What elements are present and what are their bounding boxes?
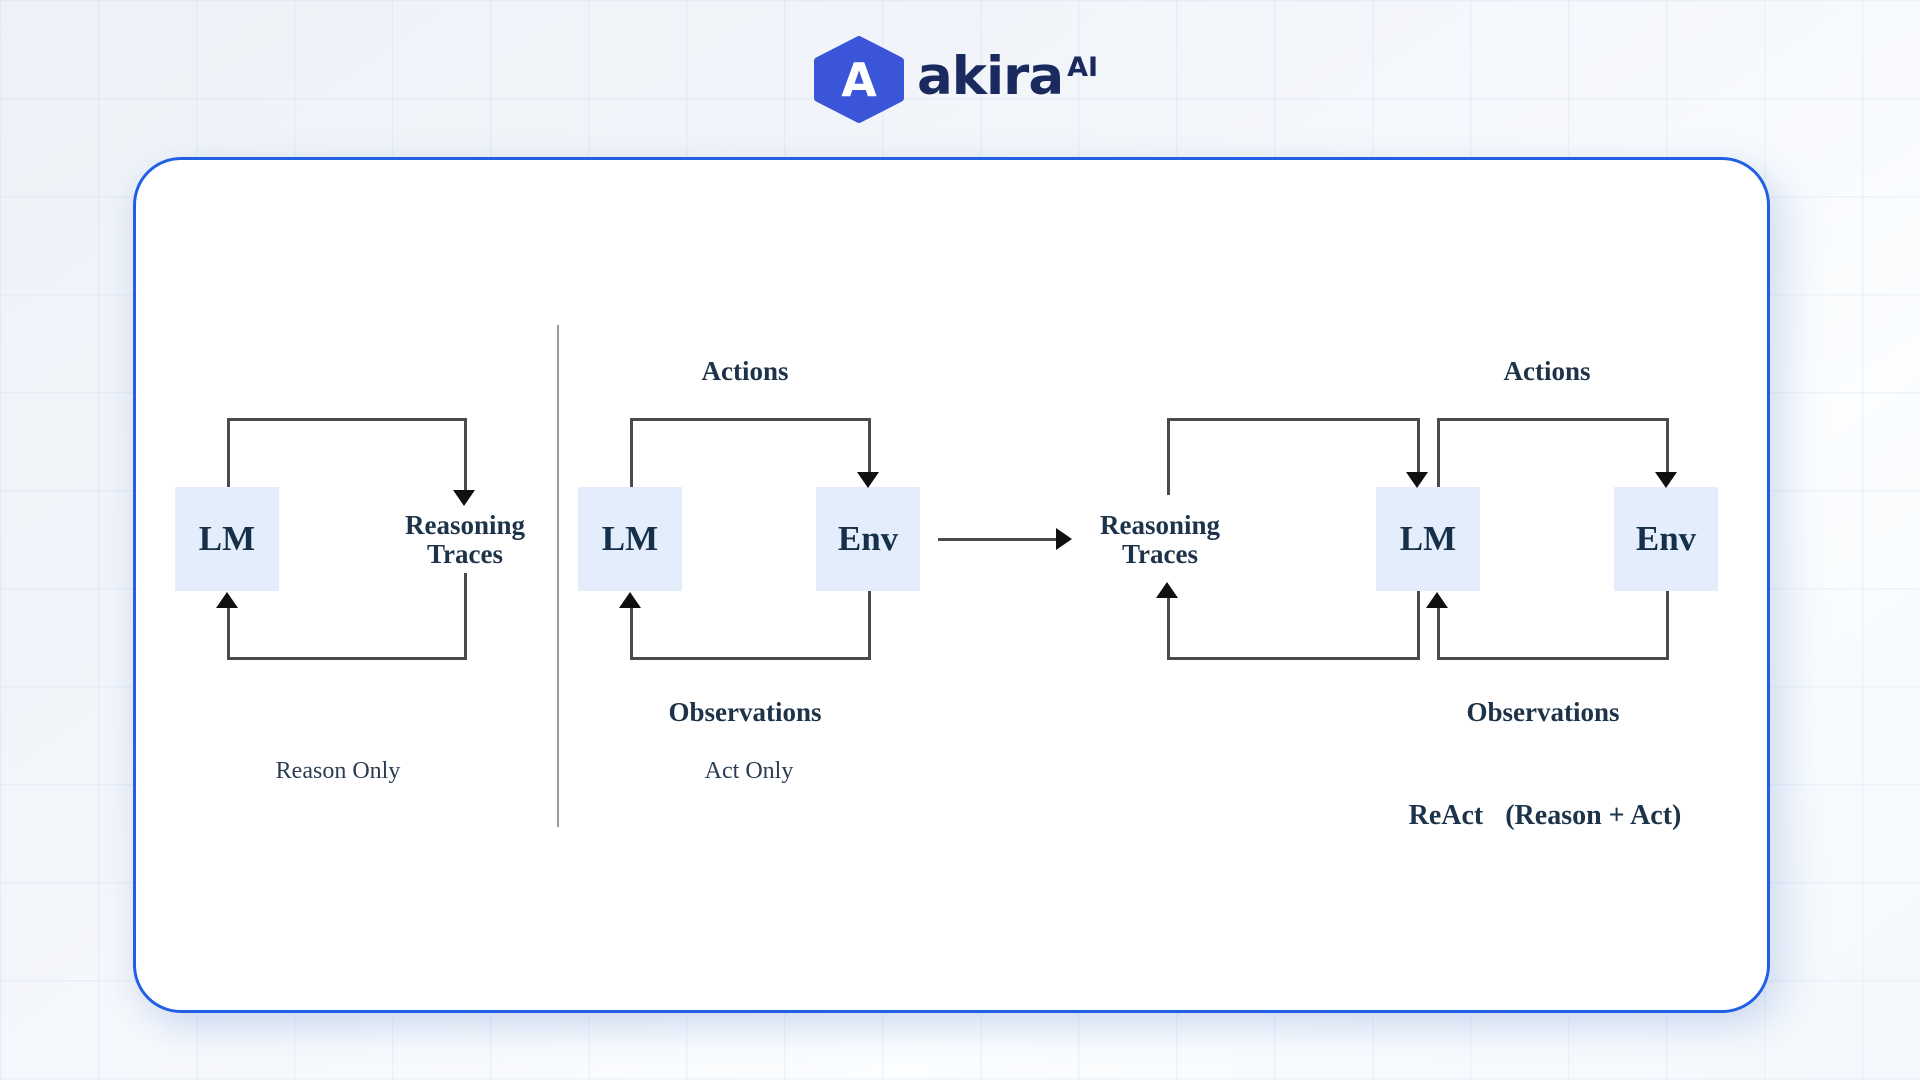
reasoning-line1: Reasoning <box>1099 510 1221 540</box>
connector-line <box>227 607 230 657</box>
actions-label-react: Actions <box>1503 356 1591 386</box>
observations-label-act-only: Observations <box>668 697 822 727</box>
env-node-react: Env <box>1614 487 1718 591</box>
reasoning-traces-label-react: Reasoning Traces <box>1040 511 1280 569</box>
arrowhead-right-icon <box>1056 528 1072 550</box>
connector-line <box>464 573 467 657</box>
connector-line <box>1167 657 1420 660</box>
connector-line <box>1167 418 1170 495</box>
actions-label-act-only: Actions <box>701 356 789 386</box>
lm-node-label: LM <box>601 519 659 558</box>
lm-node-react: LM <box>1376 487 1480 591</box>
transition-arrow-line <box>938 538 1056 541</box>
connector-line <box>1437 657 1669 660</box>
arrowhead-down-icon <box>1655 472 1677 488</box>
connector-line <box>630 657 871 660</box>
reasoning-traces-label-reason-only: Reasoning Traces <box>345 511 585 569</box>
connector-line <box>1437 607 1440 657</box>
caption-act-only: Act Only <box>704 758 794 784</box>
connector-line <box>1417 591 1420 657</box>
connector-line <box>227 657 467 660</box>
logo-letter-a: A <box>841 53 877 107</box>
arrowhead-up-icon <box>1426 592 1448 608</box>
arrowhead-down-icon <box>857 472 879 488</box>
arrowhead-down-icon <box>453 490 475 506</box>
lm-node-act-only: LM <box>578 487 682 591</box>
connector-line <box>868 591 871 657</box>
hexagon-logo-icon: A <box>814 36 904 123</box>
connector-line <box>1437 418 1440 487</box>
connector-line <box>630 607 633 657</box>
brand-sup-ai: AI <box>1067 52 1099 83</box>
env-node-act-only: Env <box>816 487 920 591</box>
connector-line <box>868 418 871 474</box>
connector-line <box>227 418 230 487</box>
caption-reason-only: Reason Only <box>275 758 401 784</box>
lm-node-reason-only: LM <box>175 487 279 591</box>
traces-line2: Traces <box>1122 539 1198 569</box>
connector-line <box>1666 591 1669 657</box>
connector-line <box>1417 418 1420 474</box>
observations-label-react: Observations <box>1466 697 1620 727</box>
caption-react: ReAct (Reason + Act) <box>1345 800 1745 832</box>
lm-node-label: LM <box>198 519 256 558</box>
env-node-label: Env <box>837 519 899 558</box>
arrowhead-up-icon <box>216 592 238 608</box>
connector-line <box>1167 418 1420 421</box>
arrowhead-up-icon <box>619 592 641 608</box>
connector-line <box>227 418 467 421</box>
connector-line <box>464 418 467 492</box>
connector-line <box>1666 418 1669 474</box>
arrowhead-down-icon <box>1406 472 1428 488</box>
react-caption-formula: (Reason + Act) <box>1505 800 1682 831</box>
arrowhead-up-icon <box>1156 582 1178 598</box>
connector-line <box>1437 418 1669 421</box>
env-node-label: Env <box>1635 519 1697 558</box>
connector-line <box>1167 597 1170 657</box>
connector-line <box>630 418 633 487</box>
diagram-card <box>133 157 1770 1013</box>
traces-line2: Traces <box>427 539 503 569</box>
connector-line <box>630 418 871 421</box>
lm-node-label: LM <box>1399 519 1457 558</box>
reasoning-line1: Reasoning <box>404 510 526 540</box>
react-caption-name: ReAct <box>1408 800 1484 831</box>
section-divider-line <box>557 325 559 827</box>
